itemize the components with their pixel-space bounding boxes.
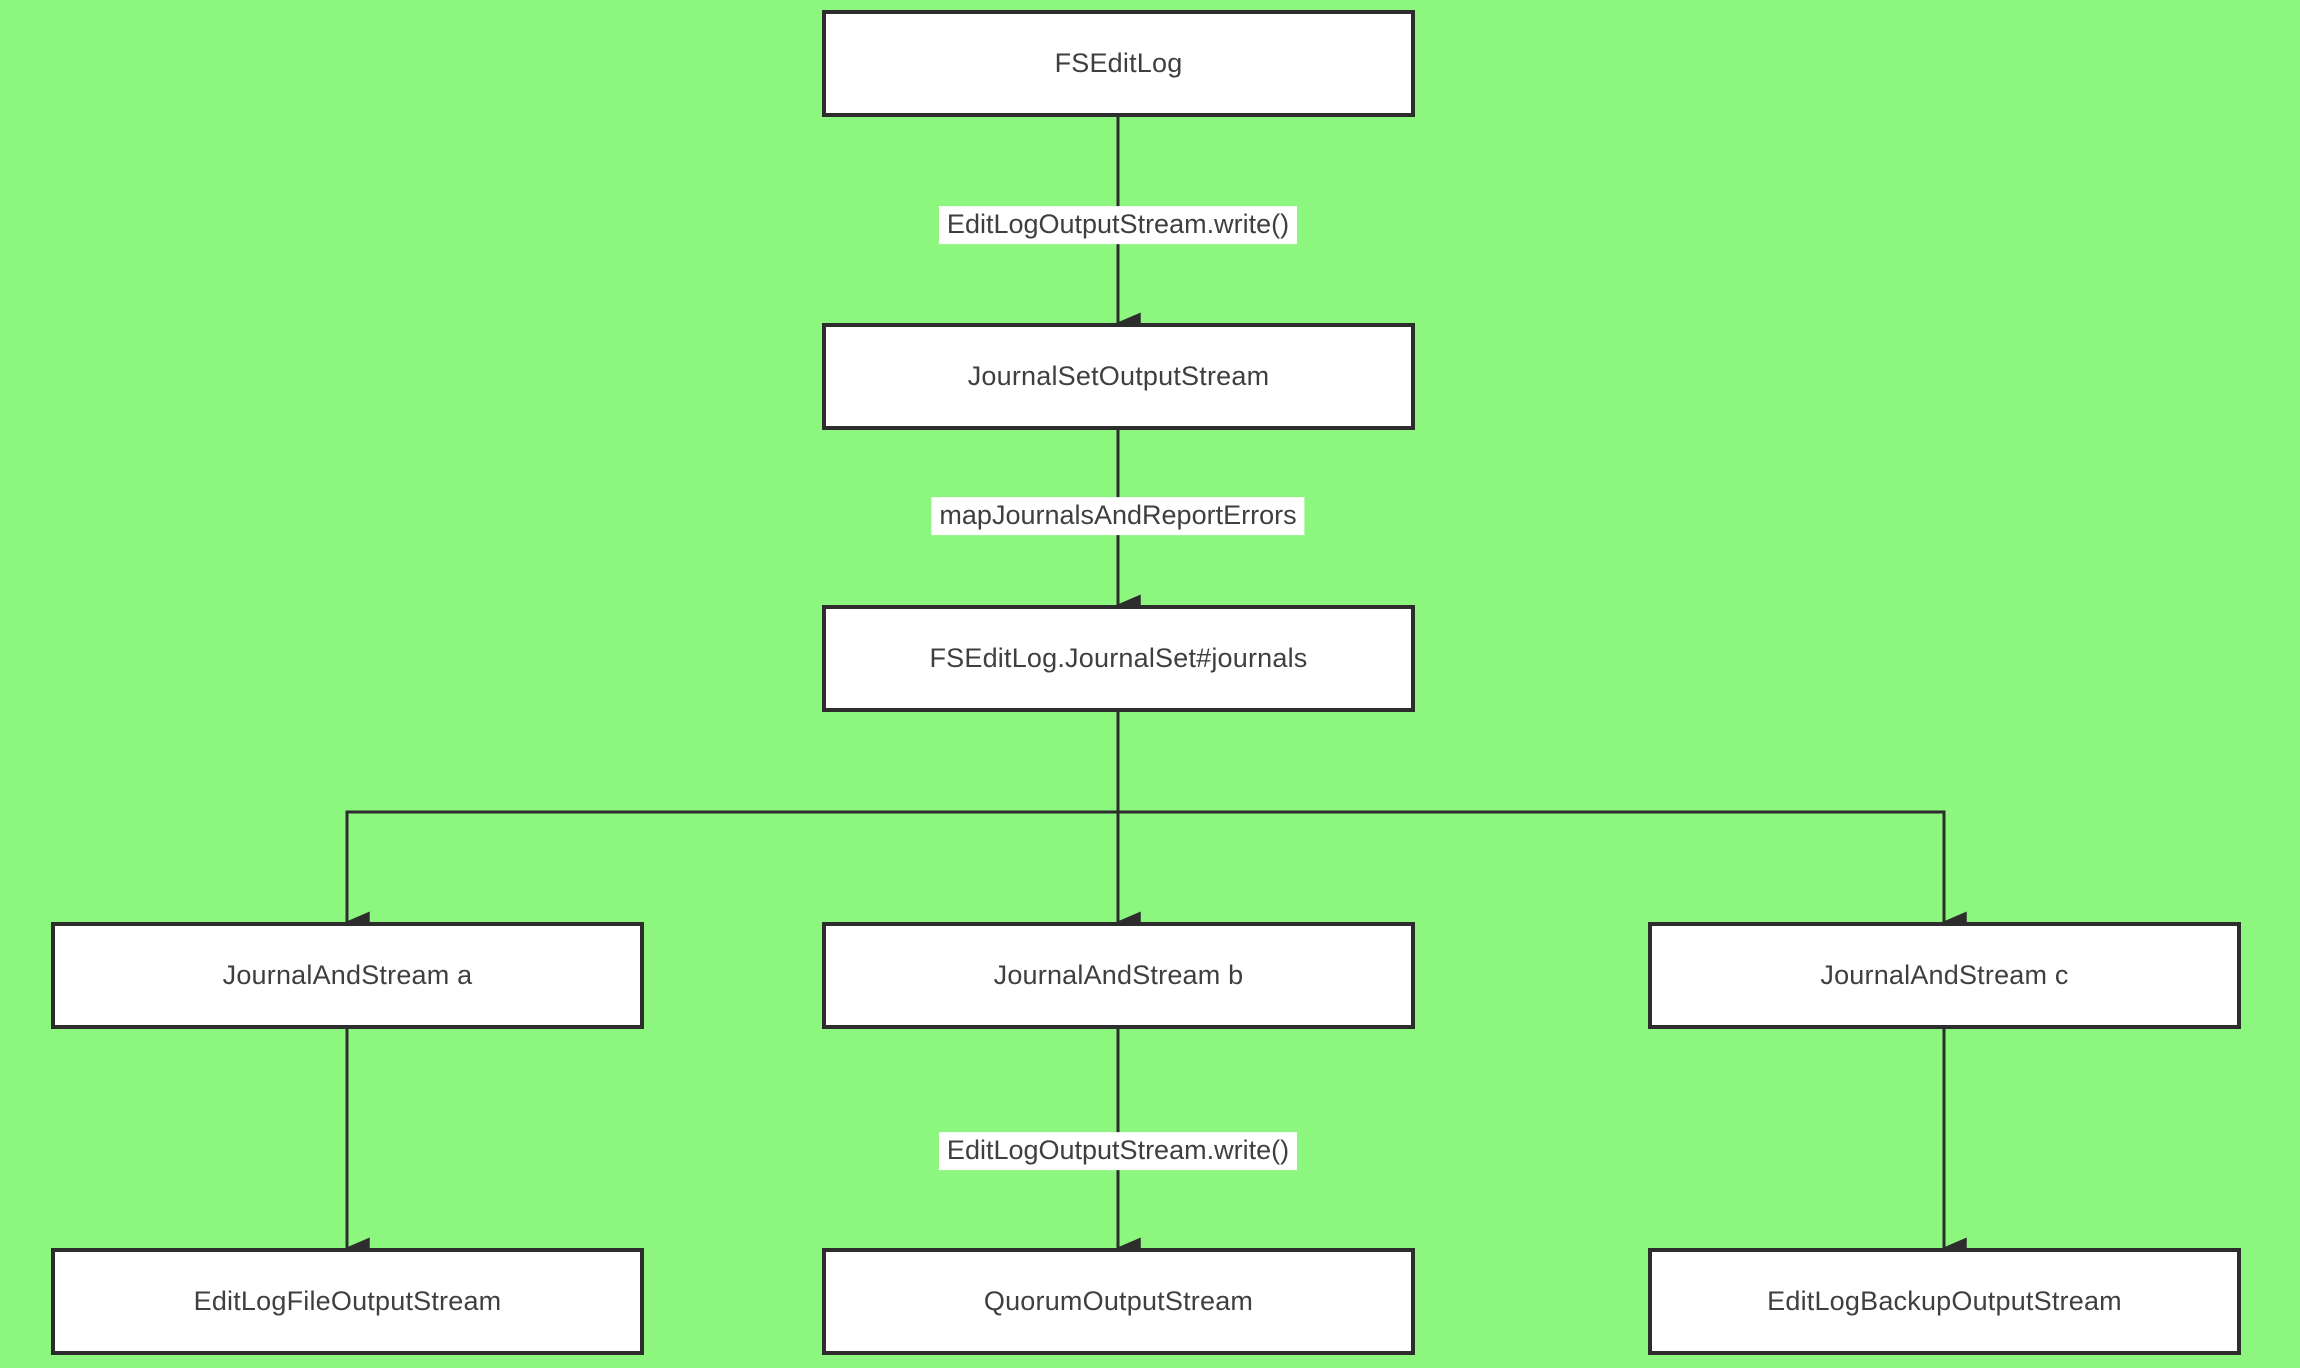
node-quorumoutputstream: QuorumOutputStream	[822, 1248, 1415, 1355]
node-journalsetoutputstream: JournalSetOutputStream	[822, 323, 1415, 430]
node-fseditlog-journalset-journals: FSEditLog.JournalSet#journals	[822, 605, 1415, 712]
node-journalandstream-b: JournalAndStream b	[822, 922, 1415, 1029]
node-fseditlog: FSEditLog	[822, 10, 1415, 117]
edge-label-editlogoutputstream-write-bottom: EditLogOutputStream.write()	[938, 1132, 1298, 1170]
node-journalandstream-a: JournalAndStream a	[51, 922, 644, 1029]
edge-label-editlogoutputstream-write-top: EditLogOutputStream.write()	[938, 206, 1298, 244]
node-journalandstream-c: JournalAndStream c	[1648, 922, 2241, 1029]
node-editlogfileoutputstream: EditLogFileOutputStream	[51, 1248, 644, 1355]
edge-label-mapjournalsandreporterrors: mapJournalsAndReportErrors	[931, 497, 1305, 535]
node-editlogbackupoutputstream: EditLogBackupOutputStream	[1648, 1248, 2241, 1355]
